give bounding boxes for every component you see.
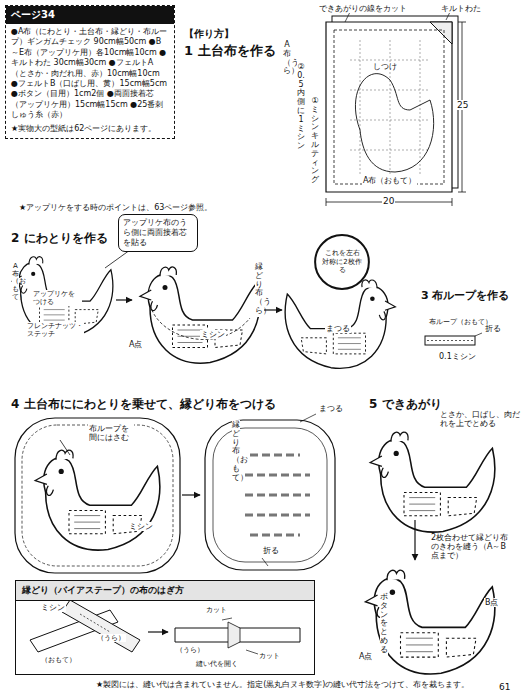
annotation: アップリケをつける bbox=[32, 290, 82, 306]
annotation: B点 bbox=[484, 598, 500, 607]
annotation: 折る bbox=[484, 324, 502, 333]
inset-title: 縁どり（バイアステープ）の布のはぎ方 bbox=[16, 581, 314, 601]
step-heading: 3 布ループを作る bbox=[420, 290, 510, 303]
vertical-label: A布（おもて） bbox=[12, 262, 19, 302]
annotation: まつる bbox=[325, 324, 351, 333]
materials-list: ●A布（にわとり・土台布・縁どり・布ループ）ギンガムチェック 90cm幅50cm… bbox=[6, 24, 174, 121]
annotation: できあがりの線をカット bbox=[318, 4, 408, 13]
annotation: ミシン bbox=[40, 603, 66, 612]
annotation: A布（おもて） bbox=[362, 176, 417, 185]
annotation: 0.1ミシン bbox=[438, 352, 477, 361]
vertical-label: 縁どり布（おもて） bbox=[232, 420, 240, 484]
annotation: 布ループを間にはさむ bbox=[88, 424, 134, 442]
callout-bubble: アップリケ布のうら側に両面接着芯を貼る bbox=[118, 214, 198, 252]
note-circle: これを左右対称に2枚作る bbox=[314, 234, 370, 290]
dimension: 61 bbox=[498, 682, 511, 692]
dimension: 25 bbox=[456, 100, 469, 110]
vertical-label: ①ミシンキルティング bbox=[311, 96, 319, 186]
step-heading: 【作り方】 bbox=[183, 28, 235, 40]
annotation: ★アップリケをする時のポイントは、63ページ参照。 bbox=[18, 203, 213, 212]
pattern-note: ★実物大の型紙は62ページにあります。 bbox=[6, 121, 174, 134]
annotation: フレンチナッツ・ステッチ bbox=[26, 322, 84, 338]
vertical-label: A布（うら） bbox=[283, 40, 291, 77]
annotation: （おもて） bbox=[40, 656, 77, 664]
annotation: （うら） bbox=[175, 646, 205, 654]
circle-note: これを左右対称に2枚作る bbox=[322, 249, 362, 274]
annotation: 縫い代を開く bbox=[195, 660, 239, 668]
annotation: 折る bbox=[262, 546, 280, 555]
step-heading: 5 できあがり bbox=[368, 398, 443, 412]
annotation: ミシン bbox=[200, 330, 226, 339]
annotation: カット bbox=[205, 606, 228, 614]
materials-box: ページ34●A布（にわとり・土台布・縁どり・布ループ）ギンガムチェック 90cm… bbox=[5, 5, 175, 139]
annotation: とさか、口ばし、肉だれを上でとめる bbox=[439, 410, 521, 428]
dimension: 20 bbox=[382, 196, 395, 206]
annotation: しつけ bbox=[372, 62, 398, 71]
annotation: 2枚合わせて縁どり布のきわを縫う（A～B点まで） bbox=[430, 533, 512, 561]
callout-text: アップリケ布のうら側に両面接着芯を貼る bbox=[123, 218, 193, 248]
annotation: （うら） bbox=[96, 634, 126, 642]
step-heading: 4 土台布ににわとりを乗せて、縁どり布をつける bbox=[10, 398, 277, 412]
annotation: A点 bbox=[128, 340, 143, 349]
annotation: まつる bbox=[318, 404, 344, 413]
annotation: キルトわた bbox=[440, 4, 482, 13]
annotation: ミシン bbox=[128, 522, 154, 531]
annotation: A点 bbox=[358, 652, 373, 661]
step-heading: 1 土台布を作る bbox=[183, 44, 277, 59]
vertical-label: ボタンをとめる bbox=[380, 592, 388, 656]
annotation: ★製図には、縫い代は含まれていません。指定(黒丸白ヌキ数字)の縫い代寸法をつけて… bbox=[95, 680, 470, 689]
page-header: ページ34 bbox=[6, 6, 174, 24]
step-heading: 2 にわとりを作る bbox=[10, 232, 109, 246]
vertical-label: 縁どり布（うら） bbox=[255, 262, 263, 317]
vertical-label: ②0.5内側に1ミシン bbox=[297, 62, 305, 152]
annotation: カット bbox=[258, 652, 281, 660]
